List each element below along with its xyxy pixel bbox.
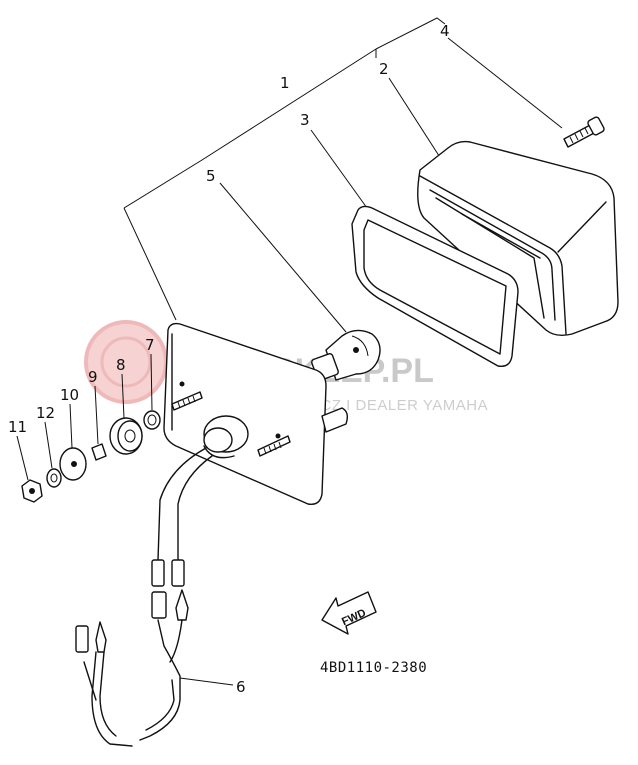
callout-6: 6 xyxy=(236,678,246,696)
callout-10: 10 xyxy=(60,386,79,404)
lens-housing xyxy=(417,140,619,337)
screw xyxy=(563,116,605,148)
callout-7: 7 xyxy=(145,336,155,354)
callout-2: 2 xyxy=(379,60,389,78)
fasteners xyxy=(21,410,161,503)
callout-1: 1 xyxy=(280,74,290,92)
callout-4: 4 xyxy=(440,22,450,40)
callout-12: 12 xyxy=(36,404,55,422)
callouts: 4 2 1 3 5 7 8 9 10 12 11 6 xyxy=(8,22,450,696)
fwd-direction-arrow: FWD xyxy=(321,591,377,635)
callout-11: 11 xyxy=(8,418,27,436)
gasket xyxy=(351,205,519,367)
diagram-code: 4BD1110-2380 xyxy=(320,660,427,676)
wire-harness xyxy=(75,447,213,747)
base-plate xyxy=(163,322,349,505)
small-part-leaders xyxy=(16,353,153,481)
callout-9: 9 xyxy=(88,368,98,386)
callout-8: 8 xyxy=(116,356,126,374)
callout-3: 3 xyxy=(300,111,310,129)
leader-lines xyxy=(123,17,563,686)
callout-5: 5 xyxy=(206,167,216,185)
